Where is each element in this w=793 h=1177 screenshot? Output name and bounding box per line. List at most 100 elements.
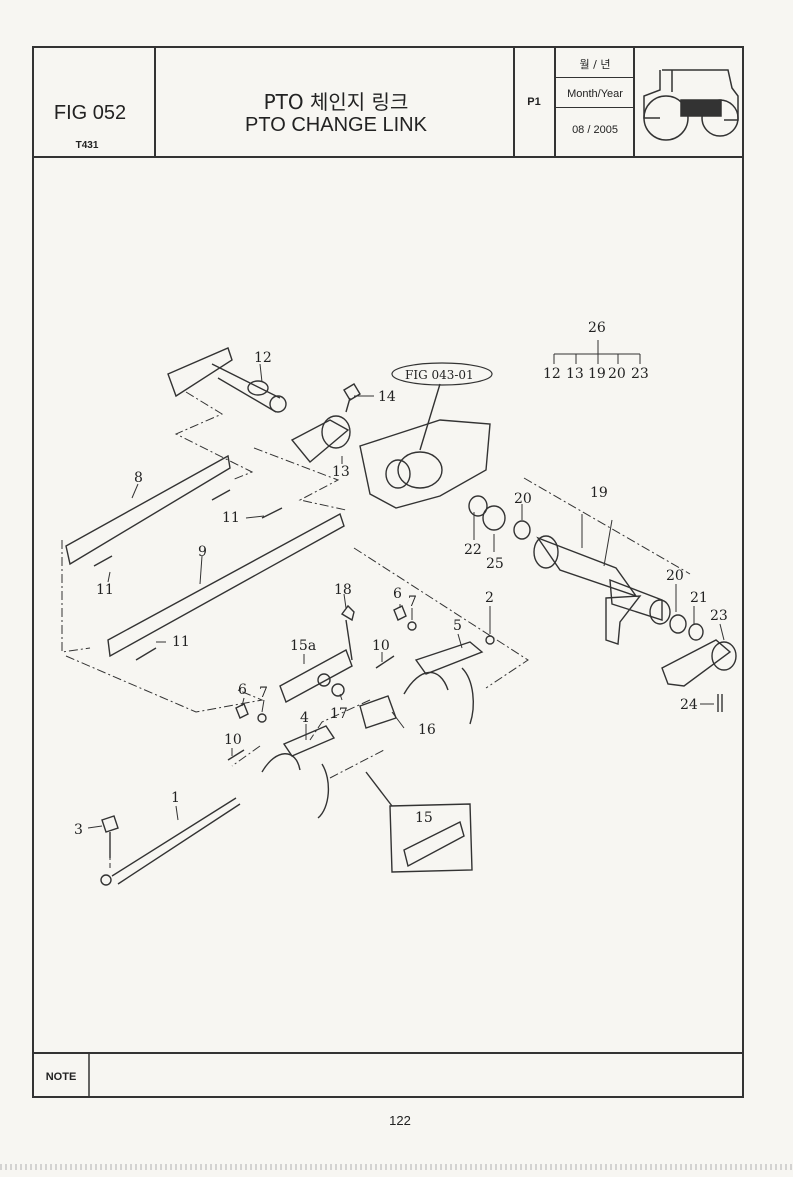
shaft-19-tip [649,599,671,625]
pin-12-tip [269,395,287,413]
lever-23-boss [711,641,737,671]
plate-15 [403,820,465,868]
pin-12-end [247,380,269,396]
callout-11: 11 [96,582,114,598]
spring-6 [235,703,249,719]
month-year-label-korean: 월 / 년 [579,58,611,71]
header-divider [556,77,634,78]
plate-15a [279,648,353,704]
callout-15: 15 [415,810,433,826]
lever-23 [661,639,732,687]
fig-reference-label: FIG 043-01 [405,368,474,382]
fork-5 [414,641,484,675]
callout-11: 11 [222,510,240,526]
link-8 [65,454,231,566]
callout-12: 12 [254,350,272,366]
header-divider [556,107,634,108]
shaft-19 [536,536,638,598]
page-frame [32,46,744,1098]
collar-20 [669,614,687,634]
group-26-item: 19 [588,366,606,382]
page-number: 122 [389,1113,411,1128]
fork-4 [282,725,336,757]
housing-bore [385,459,411,489]
pin-10 [227,655,395,761]
callout-10: 10 [224,732,242,748]
callout-16: 16 [418,722,436,738]
header-divider [513,46,515,158]
group-26-item: 23 [631,366,649,382]
page-code: P1 [527,96,541,108]
callout-19: 19 [590,485,608,501]
callout-23: 23 [710,608,728,624]
header-bottom-rule [32,156,744,158]
callout-3: 3 [74,822,83,838]
fork-4-arms [261,753,329,819]
parts-illustration [65,347,737,886]
group-26-item: 20 [608,366,626,382]
callout-22: 22 [464,542,482,558]
callout-4: 4 [300,710,309,726]
callout-2: 2 [485,590,494,606]
callout-labels: 12 13 14 8 11 9 11 11 26 12 13 19 20 23 … [74,320,728,838]
callout-9: 9 [198,544,207,560]
pin-17 [331,683,345,697]
shaft-19-body [609,578,663,621]
tractor-logo [643,69,739,141]
fork-5-arms [403,667,474,725]
bracket-plate [167,347,233,398]
fig-ref-leader [419,383,441,451]
note-label: NOTE [45,1071,77,1083]
callout-26: 26 [588,320,606,336]
callout-20: 20 [514,491,532,507]
circlip-25 [482,505,506,531]
ball-7 [257,713,267,723]
header-divider [633,46,635,158]
washer-21 [688,623,704,641]
collar-20 [513,520,531,540]
callout-15a: 15a [290,638,316,654]
centre-lines [61,391,691,868]
callout-leaders [87,363,725,829]
callout-17: 17 [330,706,348,722]
block-16 [359,695,397,729]
link-9 [107,512,345,658]
group-26-item: 13 [566,366,584,382]
bolt-14 [343,383,361,413]
shaft-19-end [533,535,559,569]
callout-18: 18 [334,582,352,598]
shaft-19-lever [605,595,642,645]
header-divider [154,46,156,158]
callout-14: 14 [378,389,396,405]
split-pin-11 [93,489,283,661]
page-title: PTO CHANGE LINK [245,114,427,136]
figure-code: FIG 052 [53,102,127,124]
callout-11: 11 [172,634,190,650]
transmission-housing [359,419,491,509]
ring-22 [468,495,488,517]
callout-1: 1 [171,790,180,806]
group-26-bracket [553,340,641,364]
callout-7: 7 [259,685,268,701]
housing-bore [397,451,443,489]
ball-7 [407,621,417,631]
arm-13 [290,419,350,463]
model-code: T431 [75,140,99,151]
ball-2 [485,635,495,645]
shift-rod-1-end [100,874,112,886]
pin-24 [717,694,723,712]
callout-21: 21 [690,590,708,606]
plate-15a-hole [317,673,331,687]
callout-13: 13 [332,464,350,480]
spring-6 [393,605,407,621]
callout-6: 6 [238,682,247,698]
detail-leader [365,771,393,807]
fig-reference-oval [391,362,493,386]
callout-6: 6 [393,586,402,602]
arm-13-boss [321,415,351,449]
pin-12 [211,363,281,413]
month-year-label: Month/Year [567,88,623,100]
revision-date: 08 / 2005 [572,124,618,136]
callout-20: 20 [666,568,684,584]
